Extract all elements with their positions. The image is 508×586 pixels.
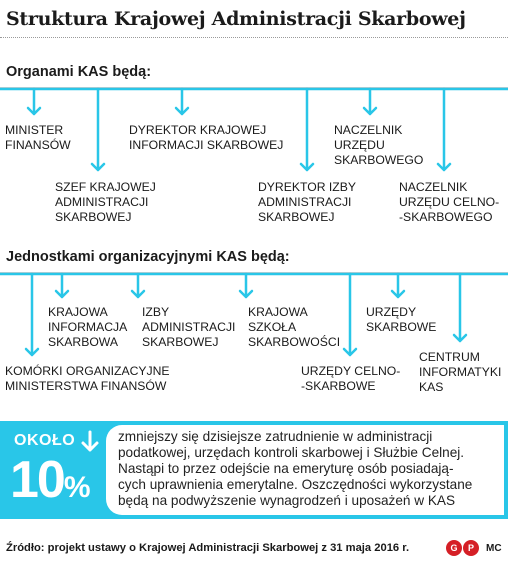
node-minister-finansow: MINISTER FINANSÓW [5, 123, 71, 152]
connector-izby [130, 272, 146, 299]
connector-dyrektor-kis [174, 87, 190, 116]
connector-komorki [24, 272, 40, 357]
node-izby-as: IZBY ADMINISTRACJI SKARBOWEJ [142, 305, 236, 349]
callout-text: zmniejszy się dzisiejsze zatrudnienie w … [106, 425, 504, 515]
connector-centrum [452, 272, 468, 343]
section2-heading: Jednostkami organizacyjnymi KAS będą: [6, 249, 290, 265]
connector-us [390, 272, 406, 299]
infographic-title: Struktura Krajowej Administracji Skarbow… [6, 8, 466, 30]
node-krajowa-informacja: KRAJOWA INFORMACJA SKARBOWA [48, 305, 128, 349]
connector-naczelnik-ucs [436, 87, 452, 172]
callout-value: 10% [10, 451, 91, 509]
title-divider [0, 37, 508, 38]
node-krajowa-szkola: KRAJOWA SZKOŁA SKARBOWOŚCI [248, 305, 341, 349]
node-naczelnik-us: NACZELNIK URZĘDU SKARBOWEGO [334, 123, 424, 167]
node-szef-kas: SZEF KRAJOWEJ ADMINISTRACJI SKARBOWEJ [55, 180, 156, 224]
node-naczelnik-ucs: NACZELNIK URZĘDU CELNO- -SKARBOWEGO [399, 180, 500, 224]
logo-p-icon: P [463, 540, 479, 556]
author-initials: MC [486, 543, 502, 554]
section1-heading: Organami KAS będą: [6, 64, 152, 80]
node-dyrektor-izby: DYREKTOR IZBY ADMINISTRACJI SKARBOWEJ [258, 180, 356, 224]
arrow-down-icon [81, 430, 99, 452]
connector-ucs [342, 272, 358, 357]
node-urzedy-skarbowe: URZĘDY SKARBOWE [366, 305, 437, 334]
node-komorki-mf: KOMÓRKI ORGANIZACYJNE MINISTERSTWA FINAN… [5, 364, 170, 393]
connector-minister [26, 87, 42, 116]
connector-kis [54, 272, 70, 299]
connector-szef [90, 87, 106, 172]
connector-dyrektor-izby [299, 87, 315, 172]
source-note: Źródło: projekt ustawy o Krajowej Admini… [6, 542, 410, 554]
node-dyrektor-kis: DYREKTOR KRAJOWEJ INFORMACJI SKARBOWEJ [129, 123, 284, 152]
connector-naczelnik-us [362, 87, 378, 116]
connector-kss [238, 272, 254, 299]
node-centrum-informatyki: CENTRUM INFORMATYKI KAS [419, 350, 502, 394]
callout-label: OKOŁO [14, 432, 76, 449]
logo-g-icon: G [446, 540, 462, 556]
node-urzedy-celno: URZĘDY CELNO- -SKARBOWE [301, 364, 401, 393]
